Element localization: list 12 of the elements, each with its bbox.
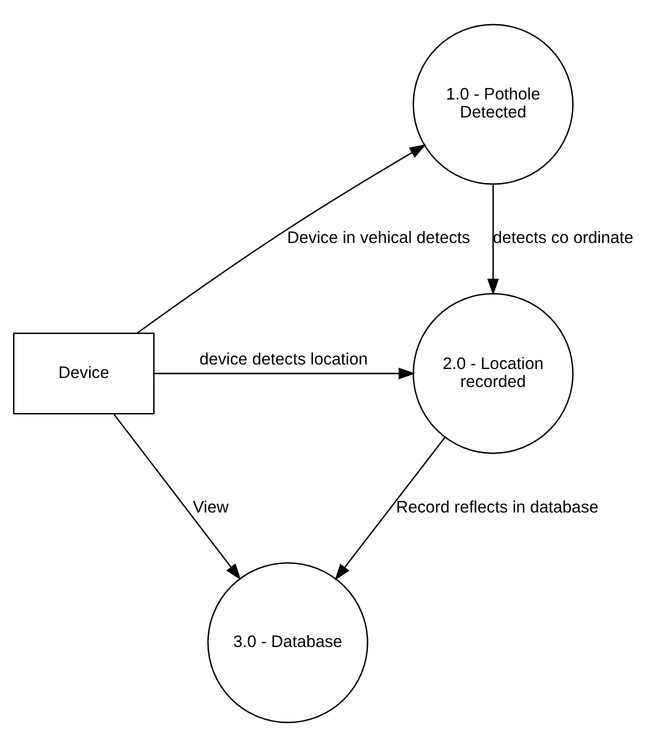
node-circle: 2.0 - Location recorded — [412, 293, 574, 454]
node-circle: 1.0 - Pothole Detected — [412, 24, 574, 185]
edge-label: Device in vehical detects — [287, 228, 470, 248]
arrow — [113, 414, 242, 580]
node-box: Device — [13, 332, 155, 414]
edge-label: View — [192, 497, 229, 516]
arrow — [154, 368, 416, 380]
arrow — [136, 144, 426, 334]
edge-label: Record reflects in database — [396, 497, 598, 516]
arrow — [334, 436, 446, 580]
arrow — [487, 184, 499, 296]
edge-label: device detects location — [200, 350, 368, 369]
